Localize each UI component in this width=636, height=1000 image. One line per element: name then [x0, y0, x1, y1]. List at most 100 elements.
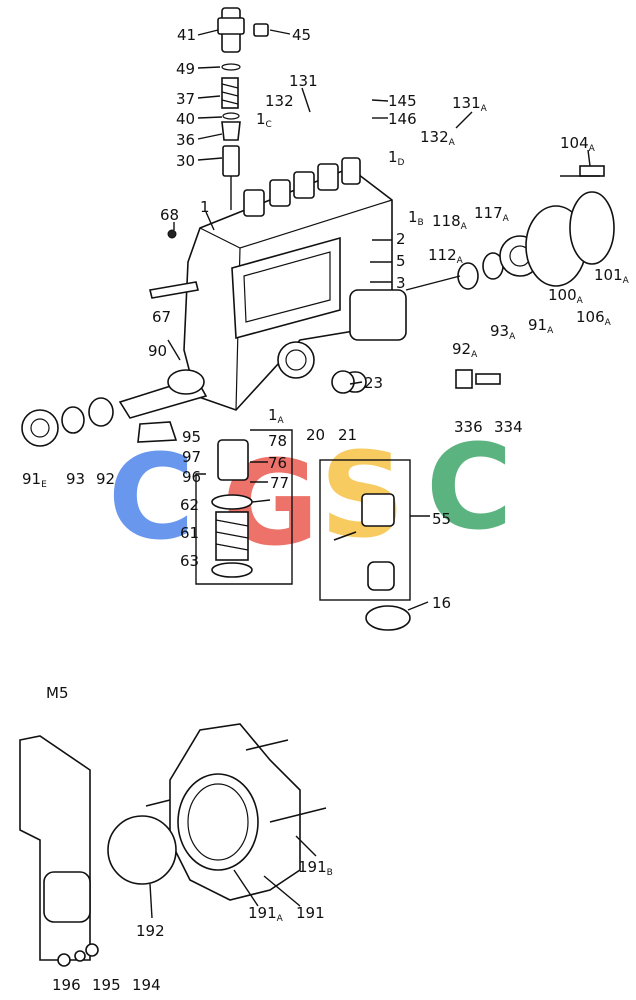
section-label: M5 [46, 684, 69, 702]
callout-96: 96 [182, 468, 201, 486]
callout-37: 37 [176, 90, 195, 108]
lever-67 [149, 281, 199, 299]
callout-subscript: A [503, 214, 510, 224]
callout-91A: 91A [528, 316, 554, 336]
callout-subscript: A [278, 416, 285, 426]
injection-pump-drawing [21, 7, 615, 631]
callout-36: 36 [176, 131, 195, 149]
callout-1C: 1C [256, 110, 272, 130]
bolt-104A [579, 165, 605, 177]
housing-101A [569, 191, 615, 265]
washer-195 [74, 950, 86, 962]
callout-subscript: B [418, 218, 424, 228]
spring-61 [215, 511, 249, 561]
callout-93: 93 [66, 470, 85, 488]
cap-16 [365, 605, 411, 631]
callout-67: 67 [152, 308, 171, 326]
stud-191B [269, 807, 327, 823]
callout-41: 41 [177, 26, 196, 44]
callout-101A: 101A [594, 266, 630, 286]
callout-subscript: A [623, 276, 630, 286]
callout-146: 146 [388, 110, 417, 128]
callout-30: 30 [176, 152, 195, 170]
callout-1A: 1A [268, 406, 285, 426]
holder-nut [217, 17, 245, 35]
callout-145: 145 [388, 92, 417, 110]
bracket-95 [137, 421, 178, 443]
callout-3: 3 [396, 274, 406, 292]
callout-91E: 91E [22, 470, 47, 490]
nut-196 [57, 953, 71, 967]
callout-76: 76 [268, 454, 287, 472]
o-ring-49 [221, 63, 241, 71]
callout-subscript: A [457, 256, 464, 266]
callout-97: 97 [182, 448, 201, 466]
washer-40 [222, 112, 240, 120]
callout-subscript: A [481, 104, 488, 114]
callout-subscript: E [41, 480, 47, 490]
callout-77: 77 [270, 474, 289, 492]
callout-100A: 100A [548, 286, 584, 306]
fitting-45 [253, 23, 269, 37]
side-plate [349, 289, 407, 341]
seat-63 [211, 562, 253, 578]
callout-subscript: A [547, 326, 554, 336]
callout-subscript: B [327, 868, 333, 878]
callout-112A: 112A [428, 246, 464, 266]
o-ring-192 [107, 815, 177, 885]
washer-92A [457, 262, 479, 290]
callout-subscript: D [398, 158, 405, 168]
callout-132A: 132A [420, 128, 456, 148]
callout-334: 334 [494, 418, 523, 436]
callout-16: 16 [432, 594, 451, 612]
callout-1: 1 [200, 198, 210, 216]
side-port [277, 341, 315, 379]
callout-1D: 1D [388, 148, 405, 168]
callout-196: 196 [52, 976, 81, 994]
callout-336: 336 [454, 418, 483, 436]
callout-117A: 117A [474, 204, 510, 224]
bolt-334 [475, 373, 501, 385]
callout-subscript: A [589, 144, 596, 154]
callout-92: 92 [96, 470, 115, 488]
callout-191: 191 [296, 904, 325, 922]
washer-92 [88, 397, 114, 427]
callout-106A: 106A [576, 308, 612, 328]
callout-subscript: A [449, 138, 456, 148]
callout-45: 45 [292, 26, 311, 44]
callout-191A: 191A [248, 904, 284, 924]
outlet-fittings [243, 157, 361, 217]
callout-21: 21 [338, 426, 357, 444]
callout-192: 192 [136, 922, 165, 940]
valve-seat-30 [222, 145, 240, 177]
callout-194: 194 [132, 976, 161, 994]
tappet-76 [217, 439, 249, 481]
callout-92A: 92A [452, 340, 478, 360]
callout-subscript: A [605, 318, 612, 328]
callout-subscript: C [266, 120, 272, 130]
leader-lines [149, 29, 600, 919]
callout-132: 132 [265, 92, 294, 110]
spring-seat-62 [211, 494, 253, 510]
callout-2: 2 [396, 230, 406, 248]
callout-63: 63 [180, 552, 199, 570]
watermark-letter-4: C [426, 418, 513, 556]
callout-62: 62 [180, 496, 199, 514]
pump-body-fragment [19, 735, 91, 961]
callout-subscript: A [471, 350, 478, 360]
callout-191B: 191B [298, 858, 333, 878]
inspection-cover [231, 236, 341, 340]
callout-subscript: A [461, 222, 468, 232]
callout-subscript: A [509, 332, 516, 342]
valve-36 [221, 121, 241, 141]
bearing-91E [21, 409, 59, 447]
callout-49: 49 [176, 60, 195, 78]
o-ring-23 [331, 370, 355, 394]
callout-55: 55 [432, 510, 451, 528]
callout-95: 95 [182, 428, 201, 446]
callout-118A: 118A [432, 212, 468, 232]
callout-68: 68 [160, 206, 179, 224]
callout-61: 61 [180, 524, 199, 542]
